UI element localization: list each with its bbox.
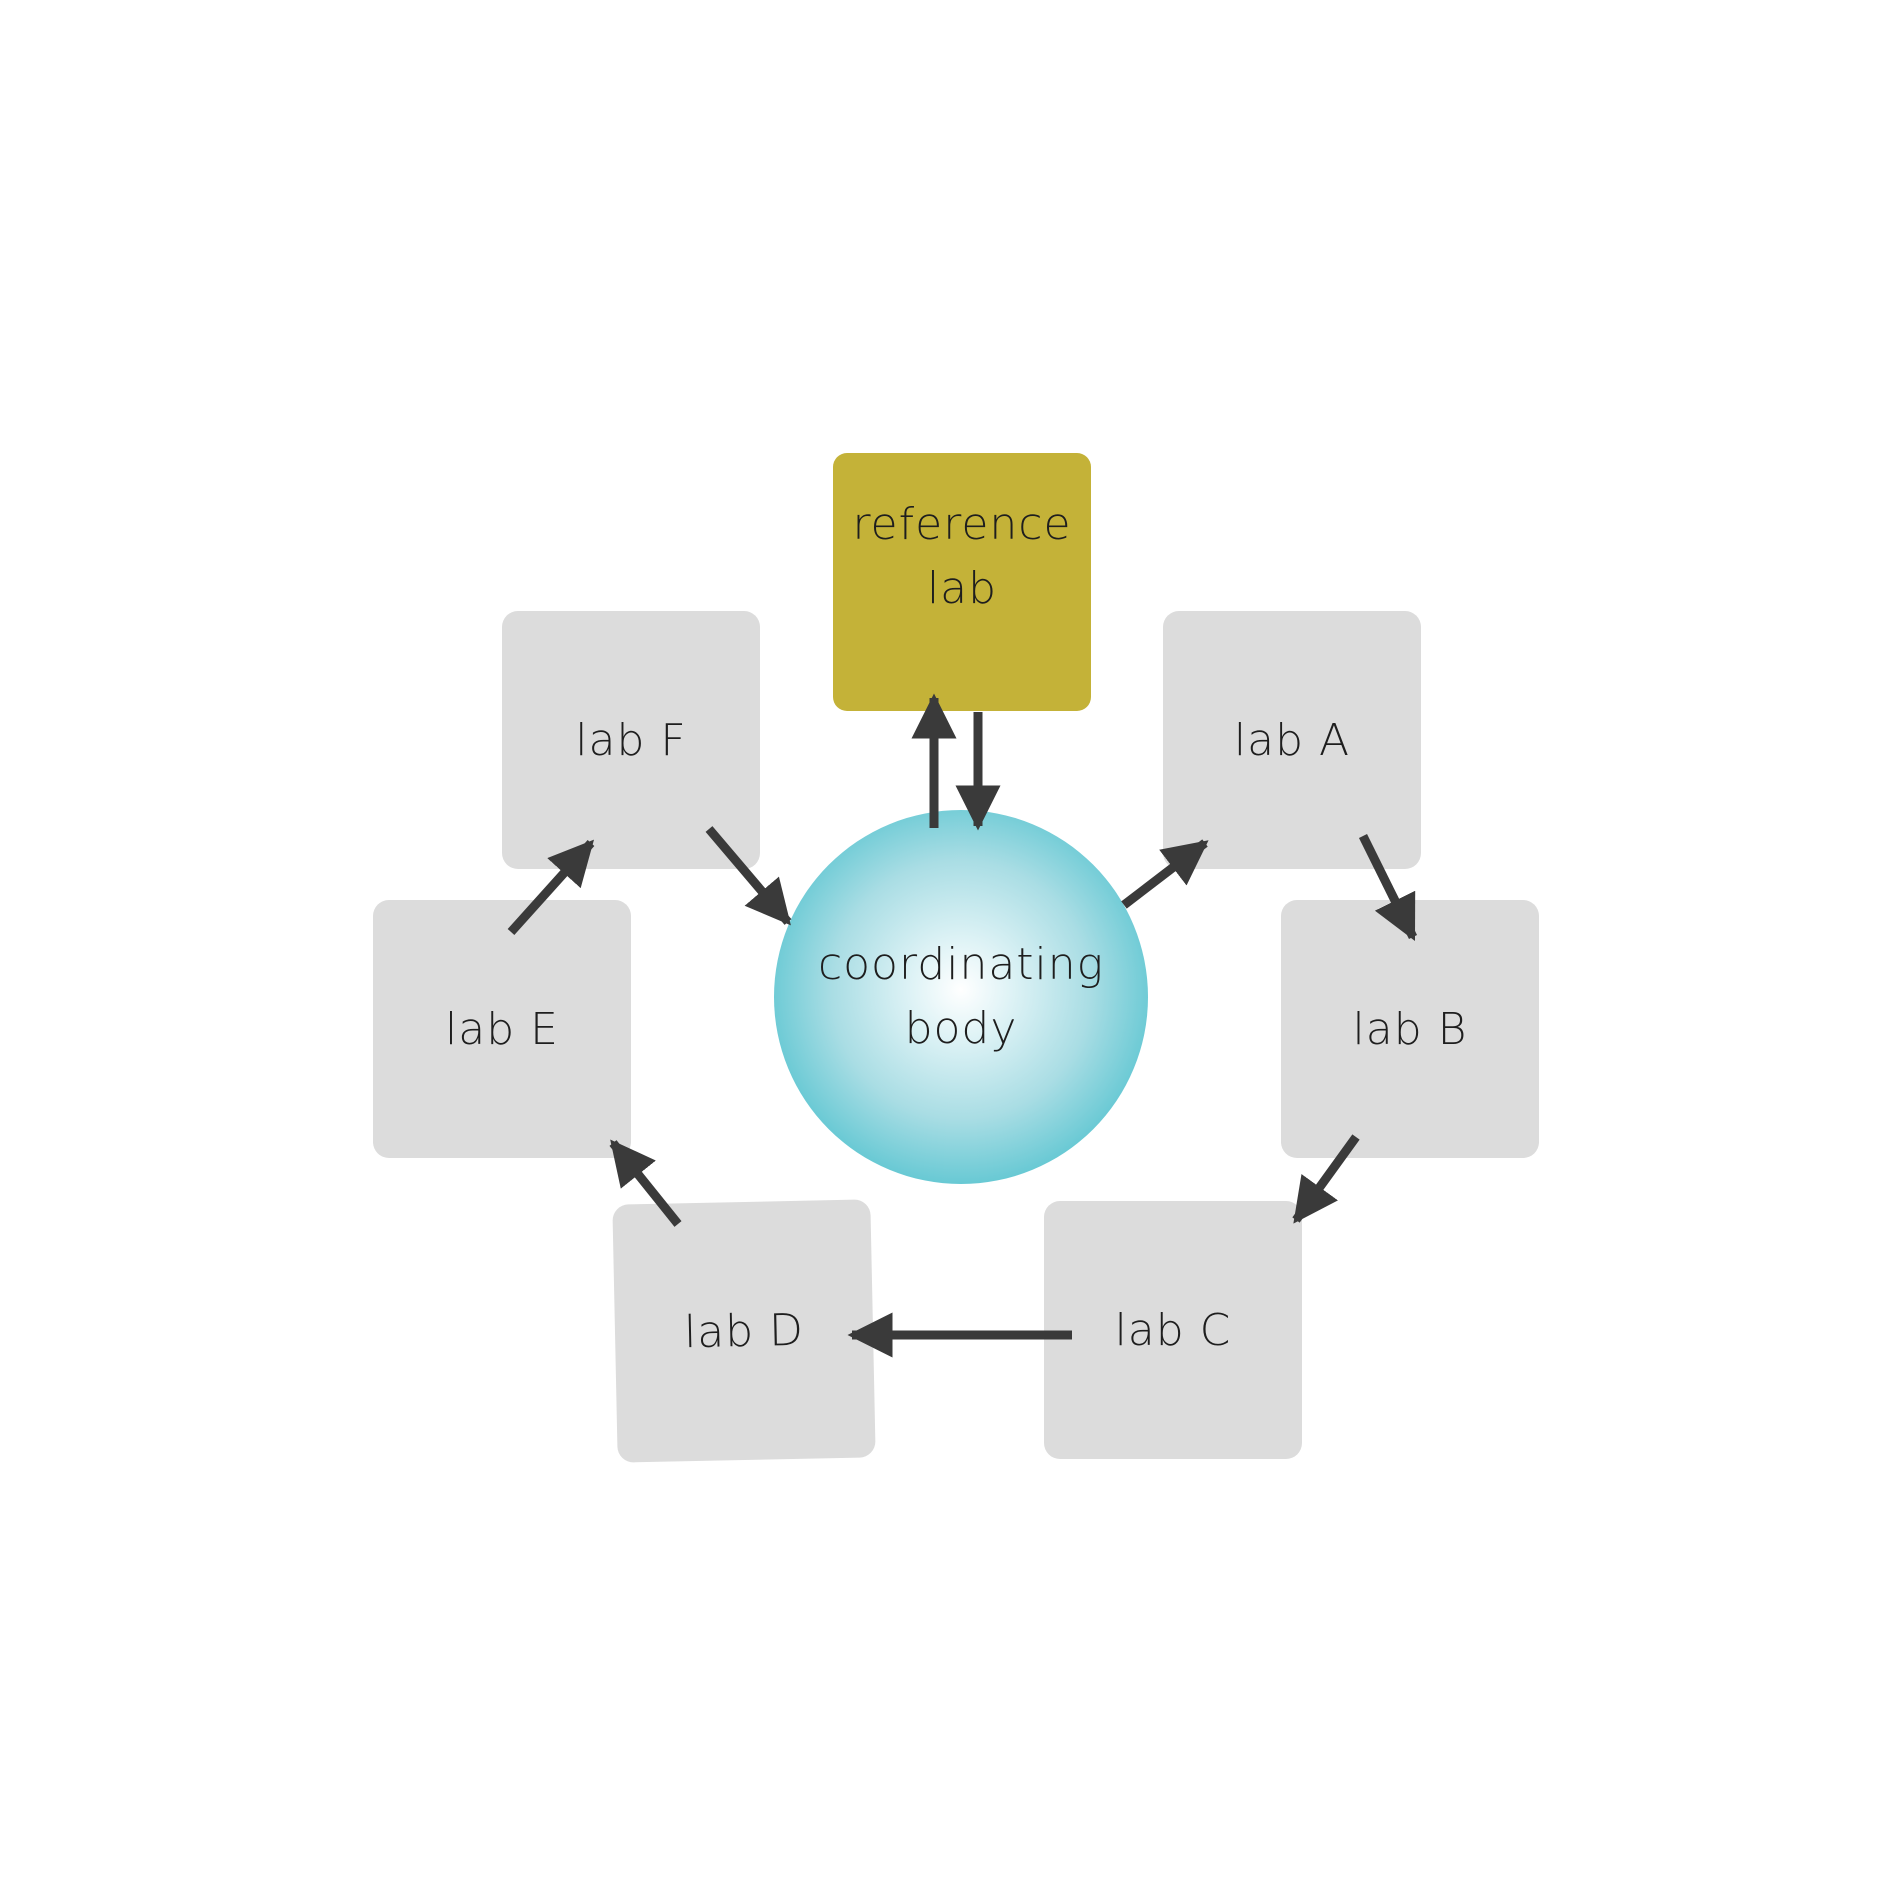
lab-c-label: lab C <box>1114 1304 1232 1356</box>
lab-f-label: lab F <box>575 714 687 766</box>
lab-b-label: lab B <box>1352 1003 1468 1055</box>
lab-c-box: lab C <box>1044 1201 1302 1459</box>
reference-lab-box: reference lab <box>833 453 1091 711</box>
coordinating-body-label-line-2: body <box>904 1003 1018 1054</box>
lab-a-box: lab A <box>1163 611 1421 869</box>
lab-e-box: lab E <box>373 900 631 1158</box>
reference-lab-label-line-1: reference <box>852 499 1072 550</box>
lab-d-box: lab D <box>612 1199 876 1463</box>
lab-d-label: lab D <box>683 1304 805 1358</box>
reference-lab-label-line-2: lab <box>926 563 998 614</box>
lab-f-box: lab F <box>502 611 760 869</box>
coordinating-body-label-line-1: coordinating <box>817 939 1105 990</box>
lab-a-label: lab A <box>1233 714 1351 766</box>
coordinating-body-circle: coordinating body <box>774 810 1148 1184</box>
lab-b-box: lab B <box>1281 900 1539 1158</box>
lab-e-label: lab E <box>445 1003 559 1055</box>
